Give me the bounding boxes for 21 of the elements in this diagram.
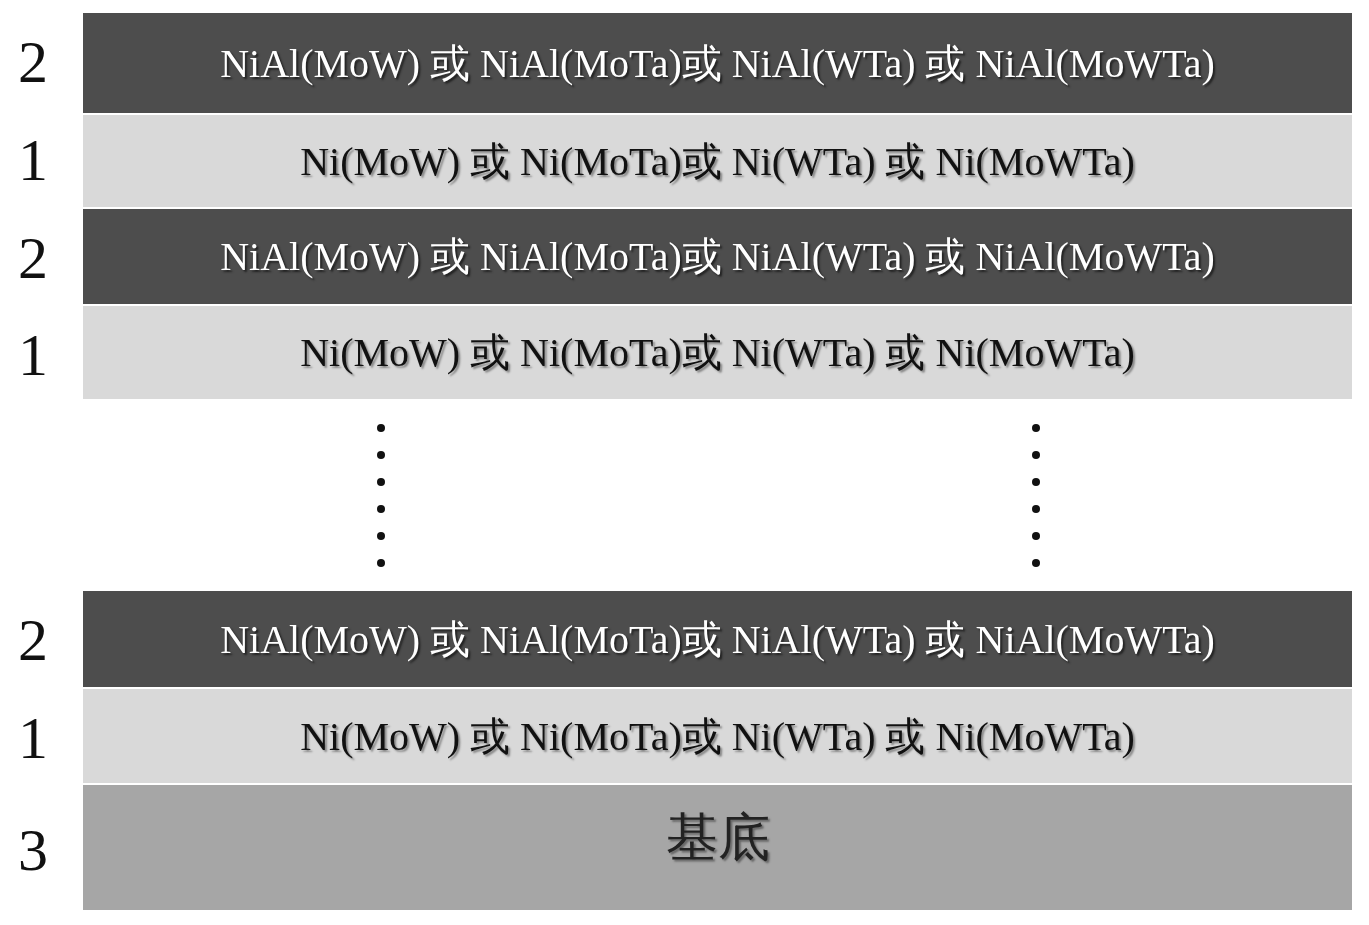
layer-text: NiAl(MoW) 或 NiAl(MoTa)或 NiAl(WTa) 或 NiAl(MoWTa) (220, 615, 1215, 664)
layer-number: 2 (17, 610, 49, 670)
coating-layer (83, 689, 1352, 783)
layer-number: 2 (17, 32, 49, 92)
layer-number: 1 (17, 325, 49, 385)
layer-text: 基底 (665, 808, 770, 868)
layer-number: 3 (17, 820, 49, 880)
layer-text: NiAl(MoW) 或 NiAl(MoTa)或 NiAl(WTa) 或 NiAl(MoWTa) (220, 233, 1215, 281)
layer-number: 2 (17, 228, 49, 288)
coating-layer (83, 115, 1352, 207)
layer-text: NiAl(MoW) 或 NiAl(MoTa)或 NiAl(WTa) 或 NiAl(MoWTa) (220, 39, 1215, 88)
substrate-layer (83, 785, 1352, 910)
coating-layer (83, 13, 1352, 113)
layer-number: 1 (17, 130, 49, 190)
layer-number: 1 (17, 708, 49, 768)
layer-text: Ni(MoW) 或 Ni(MoTa)或 Ni(WTa) 或 Ni(MoWTa) (300, 329, 1135, 377)
layer-text: Ni(MoW) 或 Ni(MoTa)或 Ni(WTa) 或 Ni(MoWTa) (300, 712, 1135, 761)
layer-text: Ni(MoW) 或 Ni(MoTa)或 Ni(WTa) 或 Ni(MoWTa) (300, 137, 1135, 186)
coating-layer (83, 306, 1352, 399)
coating-layer (83, 209, 1352, 304)
coating-layer (83, 591, 1352, 687)
